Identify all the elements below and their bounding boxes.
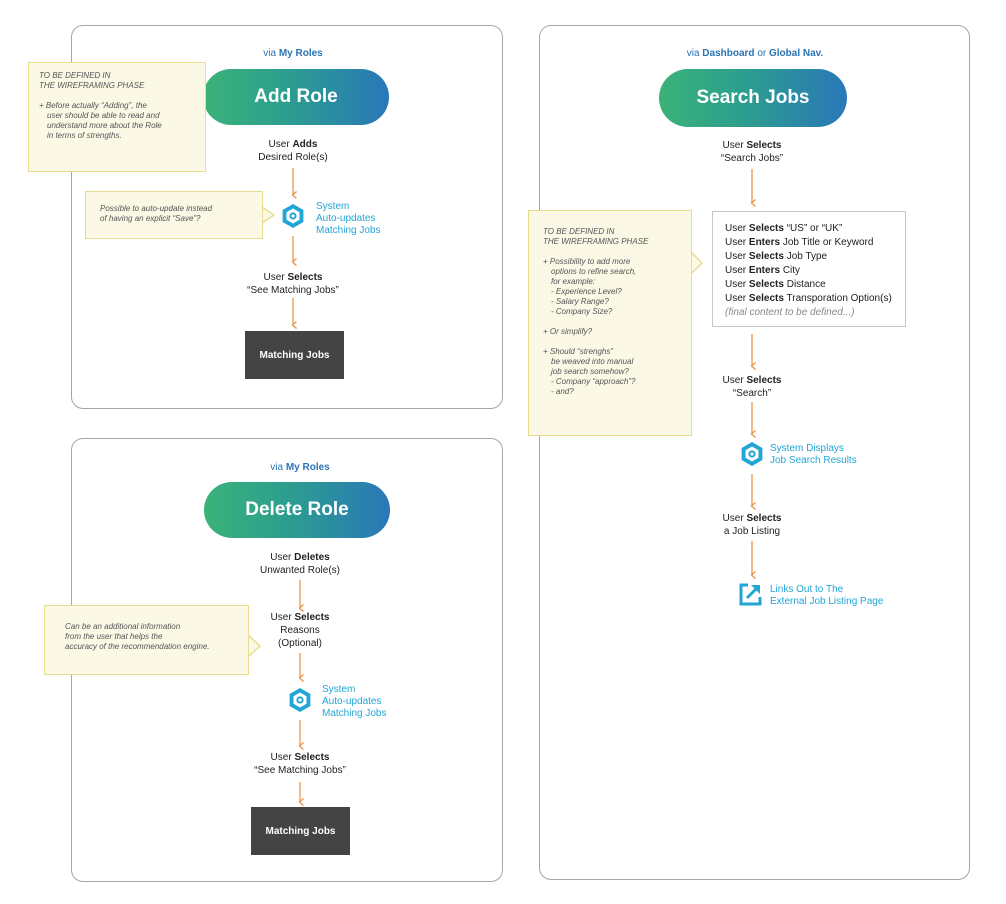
global-nav-link[interactable]: Global Nav. xyxy=(769,48,824,59)
criteria-note: (final content to be defined...) xyxy=(725,307,855,318)
add-role-pill: Add Role xyxy=(203,69,389,125)
delete-role-info-note: Can be an additional information from th… xyxy=(44,605,249,675)
my-roles-link[interactable]: My Roles xyxy=(278,48,323,59)
add-role-system-label: System Auto-updates Matching Jobs xyxy=(316,201,381,236)
search-jobs-system-label: System Displays Job Search Results xyxy=(770,443,857,466)
search-jobs-step-search: User Selects “Search” xyxy=(722,375,782,399)
add-role-wireframe-note: TO BE DEFINED IN THE WIREFRAMING PHASE +… xyxy=(28,62,206,172)
external-link-icon[interactable] xyxy=(738,582,763,607)
search-jobs-via: via Dashboard or Global Nav. xyxy=(686,48,824,59)
delete-role-step-deletes: User Deletes Unwanted Role(s) xyxy=(259,552,341,576)
criteria-country: User Selects “US” or “UK” xyxy=(725,223,843,234)
criteria-job-type: User Selects Job Type xyxy=(725,251,828,262)
criteria-city: User Enters City xyxy=(725,265,801,276)
delete-role-step-selects: User Selects “See Matching Jobs” xyxy=(254,752,346,776)
search-jobs-step-selects: User Selects “Search Jobs” xyxy=(720,140,784,164)
delete-role-system-label: System Auto-updates Matching Jobs xyxy=(322,684,387,719)
hexagon-gear-icon xyxy=(289,688,311,712)
my-roles-link[interactable]: My Roles xyxy=(285,462,330,473)
criteria-transport: User Selects Transporation Option(s) xyxy=(725,293,892,304)
search-jobs-wireframe-note: TO BE DEFINED IN THE WIREFRAMING PHASE +… xyxy=(528,210,692,436)
delete-role-step-reasons: User Selects Reasons (Optional) xyxy=(270,612,330,649)
search-criteria-box: User Selects “US” or “UK” User Enters Jo… xyxy=(712,211,906,327)
search-jobs-pill: Search Jobs xyxy=(659,69,847,127)
delete-role-pill: Delete Role xyxy=(204,482,390,538)
delete-role-matching-jobs[interactable]: Matching Jobs xyxy=(251,807,350,855)
criteria-keyword: User Enters Job Title or Keyword xyxy=(725,237,874,248)
add-role-step-adds: User Adds Desired Role(s) xyxy=(258,139,328,163)
search-jobs-step-listing: User Selects a Job Listing xyxy=(722,513,782,537)
criteria-distance: User Selects Distance xyxy=(725,279,826,290)
external-job-link-label[interactable]: Links Out to The External Job Listing Pa… xyxy=(770,584,884,607)
hexagon-gear-icon xyxy=(741,442,763,466)
add-role-autoupdate-note: Possible to auto-update instead of havin… xyxy=(85,191,263,239)
add-role-step-selects: User Selects “See Matching Jobs” xyxy=(247,272,339,296)
add-role-via: via My Roles xyxy=(263,48,323,59)
add-role-matching-jobs[interactable]: Matching Jobs xyxy=(245,331,344,379)
hexagon-gear-icon xyxy=(282,204,304,228)
dashboard-link[interactable]: Dashboard xyxy=(702,48,755,59)
delete-role-via: via My Roles xyxy=(270,462,330,473)
